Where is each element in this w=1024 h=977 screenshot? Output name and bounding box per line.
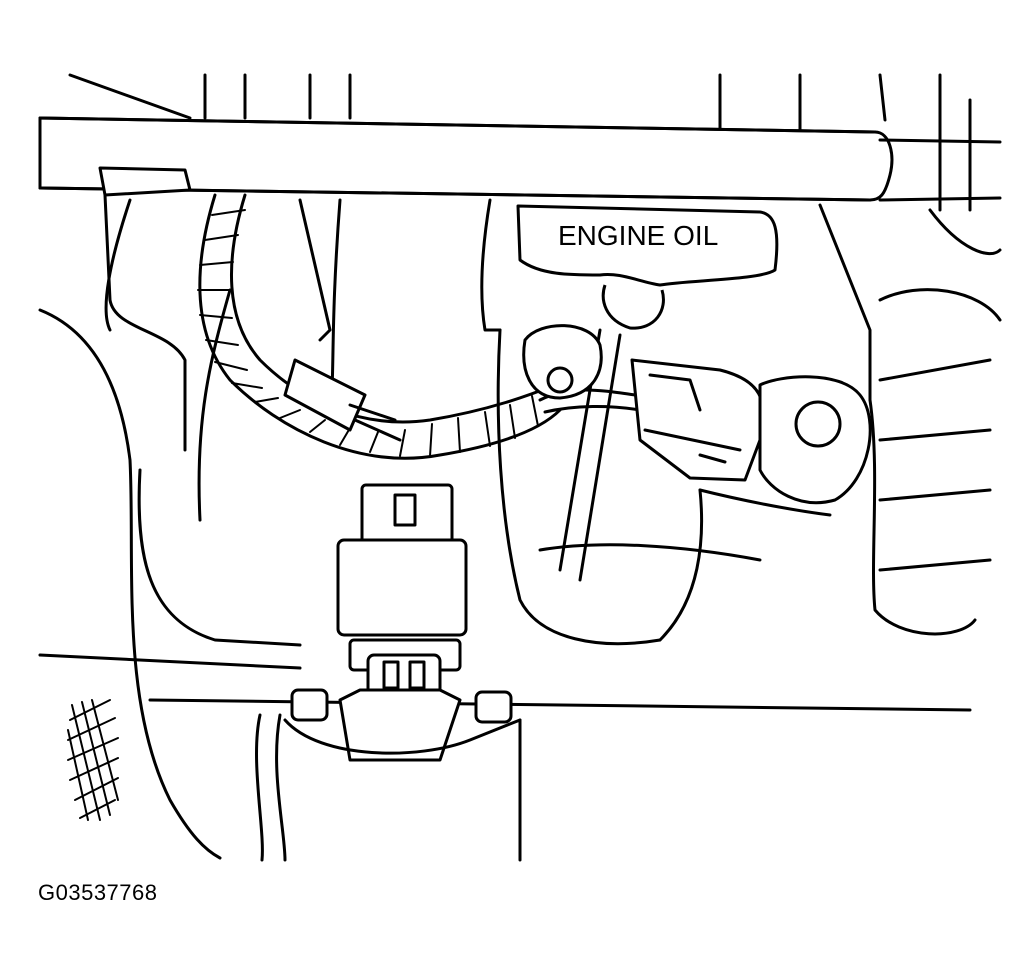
harness-ribs — [197, 209, 539, 457]
figure-id: G03537768 — [38, 880, 158, 905]
center-connector — [336, 483, 468, 762]
engine-oil-label: ENGINE OIL — [558, 220, 718, 251]
wiring-harness — [197, 193, 642, 460]
mesh-grid — [67, 699, 119, 821]
fuel-rail — [38, 73, 1002, 212]
knock-sensor — [630, 358, 872, 505]
intake-manifold — [38, 193, 1002, 860]
sensor-housing — [255, 688, 522, 862]
mounting-bolt — [522, 324, 603, 400]
